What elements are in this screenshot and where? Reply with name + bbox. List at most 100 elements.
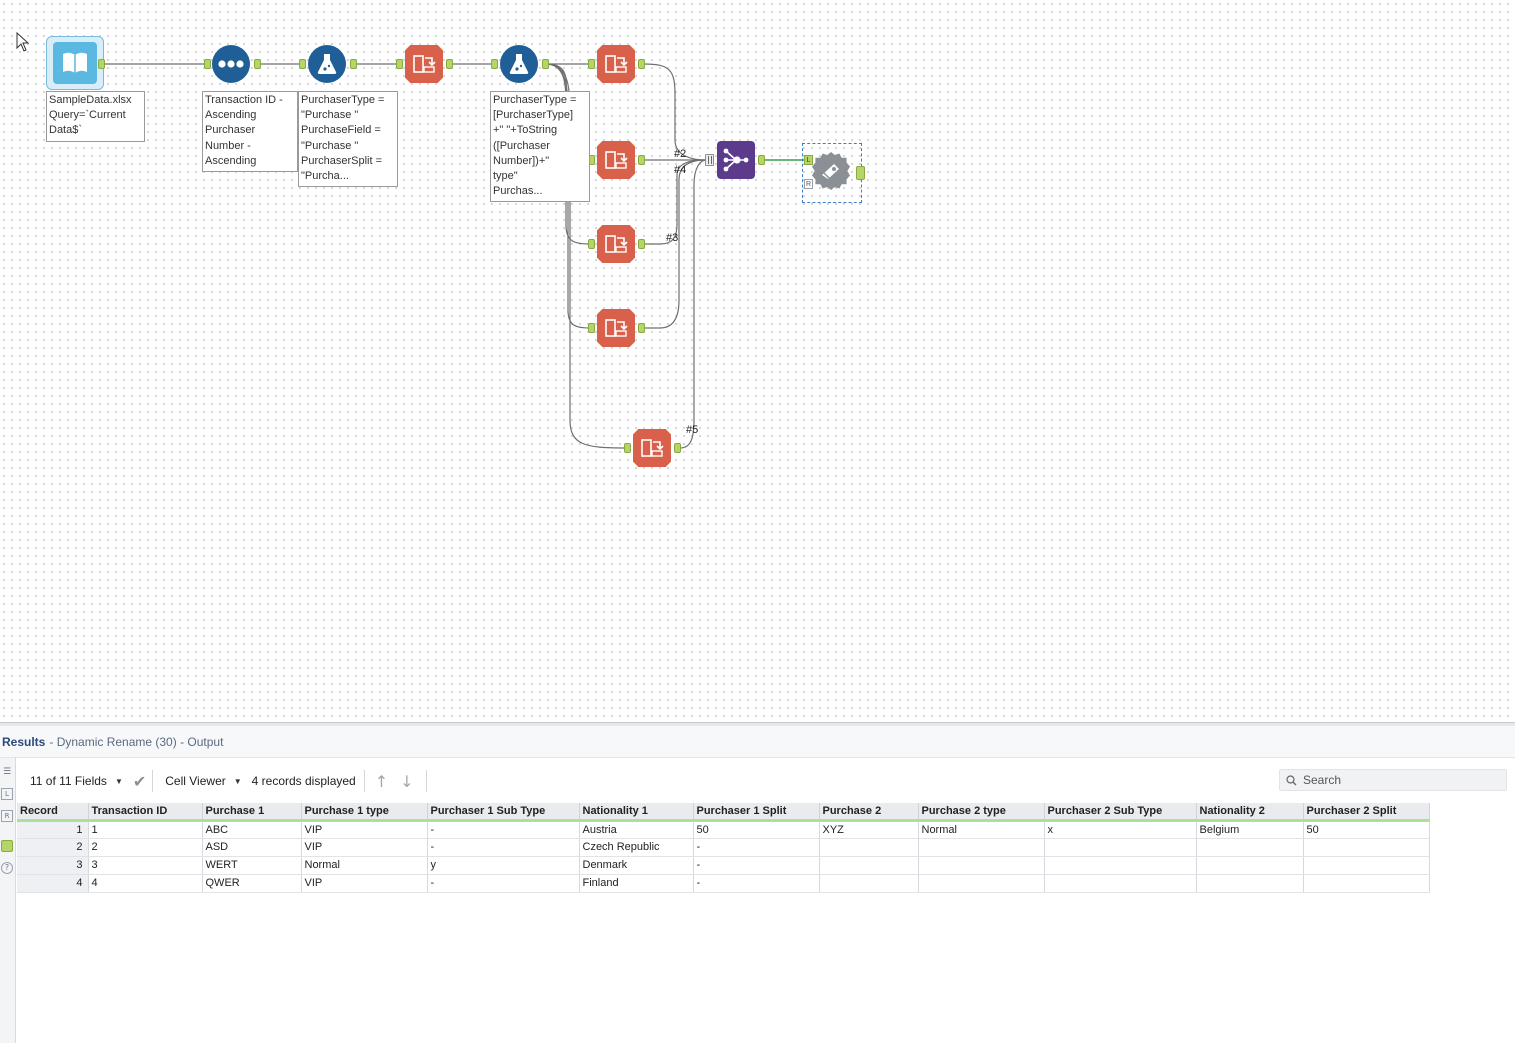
table-cell[interactable]: Finland <box>579 874 694 893</box>
rename2-output-anchor[interactable] <box>638 59 645 69</box>
table-cell[interactable]: VIP <box>301 874 428 893</box>
table-cell[interactable]: 3 <box>88 856 203 875</box>
table-cell[interactable]: - <box>693 838 820 857</box>
table-cell[interactable]: Denmark <box>579 856 694 875</box>
column-header[interactable]: Transaction ID <box>88 803 203 822</box>
table-cell[interactable]: - <box>693 856 820 875</box>
rename4-input-anchor[interactable] <box>588 239 595 249</box>
table-cell[interactable]: - <box>427 874 580 893</box>
scroll-up-button[interactable]: ↑ <box>365 768 394 794</box>
record-number-cell[interactable]: 2 <box>17 838 89 857</box>
search-input[interactable]: Search <box>1279 769 1507 791</box>
table-cell[interactable]: y <box>427 856 580 875</box>
browse-right-anchor[interactable]: R <box>804 179 813 189</box>
table-cell[interactable]: Austria <box>579 820 694 839</box>
record-number-cell[interactable]: 3 <box>17 856 89 875</box>
table-cell[interactable]: - <box>693 874 820 893</box>
table-cell[interactable]: - <box>427 820 580 839</box>
table-cell[interactable] <box>819 838 919 857</box>
table-cell[interactable]: Normal <box>301 856 428 875</box>
record-number-cell[interactable]: 1 <box>17 820 89 839</box>
dynamic-rename-tool-1[interactable] <box>405 45 443 83</box>
workflow-canvas[interactable]: L R SampleData.xlsx Query=`Current Data$… <box>0 0 1515 722</box>
browse-tool[interactable] <box>812 152 850 190</box>
table-cell[interactable] <box>1196 838 1304 857</box>
table-cell[interactable]: QWER <box>202 874 302 893</box>
record-number-cell[interactable]: 4 <box>17 874 89 893</box>
table-cell[interactable]: ABC <box>202 820 302 839</box>
table-cell[interactable]: 2 <box>88 838 203 857</box>
column-header[interactable]: Purchaser 2 Sub Type <box>1044 803 1197 822</box>
table-cell[interactable] <box>1303 874 1430 893</box>
table-cell[interactable] <box>1196 874 1304 893</box>
input-data-tool[interactable] <box>46 36 104 90</box>
column-header[interactable]: Nationality 1 <box>579 803 694 822</box>
right-anchor-icon[interactable]: R <box>1 810 13 822</box>
rename2-input-anchor[interactable] <box>588 59 595 69</box>
table-cell[interactable] <box>1044 874 1197 893</box>
table-cell[interactable] <box>918 856 1045 875</box>
menu-icon[interactable]: ☰ <box>2 767 12 777</box>
sort-tool[interactable] <box>212 45 250 83</box>
sort-input-anchor[interactable] <box>204 59 211 69</box>
table-cell[interactable] <box>819 856 919 875</box>
table-cell[interactable]: 1 <box>88 820 203 839</box>
browse-output-anchor[interactable] <box>856 166 865 180</box>
dynamic-rename-tool-6[interactable] <box>633 429 671 467</box>
table-cell[interactable] <box>819 874 919 893</box>
table-cell[interactable] <box>1303 838 1430 857</box>
rename3-output-anchor[interactable] <box>638 155 645 165</box>
column-header[interactable]: Purchase 2 type <box>918 803 1045 822</box>
cell-viewer-dropdown[interactable]: Cell Viewer ▼ <box>153 768 249 794</box>
table-cell[interactable] <box>1044 856 1197 875</box>
dynamic-rename-tool-2[interactable] <box>597 45 635 83</box>
formula2-output-anchor[interactable] <box>542 59 549 69</box>
table-cell[interactable] <box>1303 856 1430 875</box>
table-cell[interactable]: 50 <box>693 820 820 839</box>
column-header[interactable]: Purchase 1 type <box>301 803 428 822</box>
column-header[interactable]: Purchase 2 <box>819 803 919 822</box>
column-header[interactable]: Record <box>17 803 89 822</box>
column-header[interactable]: Purchaser 1 Split <box>693 803 820 822</box>
union-input-anchor[interactable] <box>705 154 714 166</box>
table-cell[interactable] <box>1044 838 1197 857</box>
table-cell[interactable]: - <box>427 838 580 857</box>
table-cell[interactable]: x <box>1044 820 1197 839</box>
formula2-input-anchor[interactable] <box>491 59 498 69</box>
help-icon[interactable]: ? <box>1 862 13 874</box>
dynamic-rename-tool-4[interactable] <box>597 225 635 263</box>
formula-tool-2[interactable] <box>500 45 538 83</box>
table-cell[interactable] <box>1196 856 1304 875</box>
rename4-output-anchor[interactable] <box>638 239 645 249</box>
formula-tool-1[interactable] <box>308 45 346 83</box>
scroll-down-button[interactable]: ↓ <box>394 768 425 794</box>
input-output-anchor[interactable] <box>98 59 105 69</box>
column-header[interactable]: Purchaser 2 Split <box>1303 803 1430 822</box>
rename6-output-anchor[interactable] <box>674 443 681 453</box>
table-cell[interactable]: VIP <box>301 820 428 839</box>
left-anchor-icon[interactable]: L <box>1 788 13 800</box>
rename5-output-anchor[interactable] <box>638 323 645 333</box>
table-cell[interactable] <box>918 838 1045 857</box>
panel-splitter[interactable] <box>0 722 1515 726</box>
rename1-output-anchor[interactable] <box>446 59 453 69</box>
table-cell[interactable]: WERT <box>202 856 302 875</box>
dynamic-rename-tool-3[interactable] <box>597 141 635 179</box>
table-cell[interactable]: Czech Republic <box>579 838 694 857</box>
formula1-output-anchor[interactable] <box>350 59 357 69</box>
table-cell[interactable]: Belgium <box>1196 820 1304 839</box>
fields-dropdown[interactable]: 11 of 11 Fields ▼ <box>17 768 131 794</box>
union-output-anchor[interactable] <box>758 155 765 165</box>
rename6-input-anchor[interactable] <box>624 443 631 453</box>
union-tool[interactable] <box>717 141 755 179</box>
rename1-input-anchor[interactable] <box>396 59 403 69</box>
column-header[interactable]: Nationality 2 <box>1196 803 1304 822</box>
column-header[interactable]: Purchase 1 <box>202 803 302 822</box>
table-cell[interactable] <box>918 874 1045 893</box>
table-cell[interactable]: Normal <box>918 820 1045 839</box>
browse-left-anchor[interactable]: L <box>804 155 813 165</box>
